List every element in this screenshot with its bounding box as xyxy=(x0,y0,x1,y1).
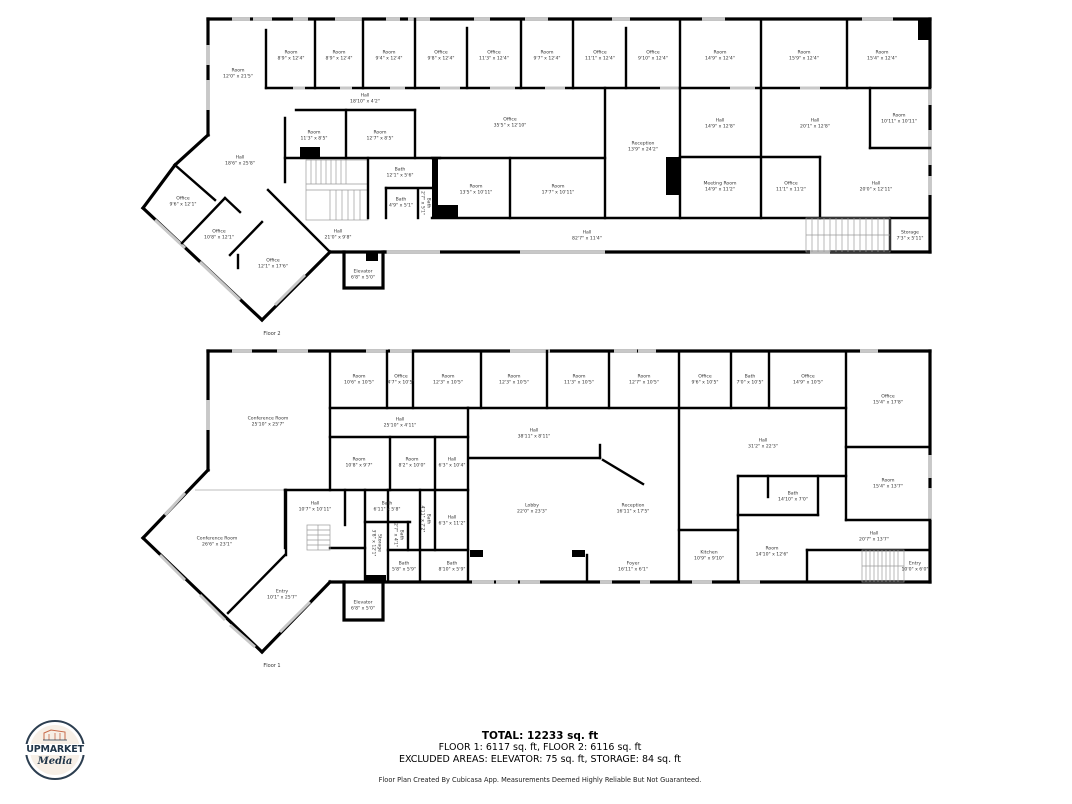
excluded-areas: EXCLUDED AREAS: ELEVATOR: 75 sq. ft, STO… xyxy=(398,753,682,765)
house-icon xyxy=(43,729,67,741)
floor-areas: FLOOR 1: 6117 sq. ft, FLOOR 2: 6116 sq. … xyxy=(438,742,642,753)
floor-plan-drawing xyxy=(140,17,932,655)
floor-2-walls xyxy=(140,17,932,323)
floor-1-walls xyxy=(140,349,932,655)
disclaimer: Floor Plan Created By Cubicasa App. Meas… xyxy=(378,776,702,784)
upmarket-media-logo: UPMARKET Media xyxy=(21,720,89,780)
floor-1-label: Floor 1 xyxy=(263,663,281,669)
logo-sub-text: Media xyxy=(37,756,73,767)
logo-brand-text: UPMARKET xyxy=(21,744,89,755)
floor-2-label: Floor 2 xyxy=(263,331,281,337)
area-summary: TOTAL: 12233 sq. ft FLOOR 1: 6117 sq. ft… xyxy=(340,730,740,784)
total-area: TOTAL: 12233 sq. ft xyxy=(481,730,599,742)
